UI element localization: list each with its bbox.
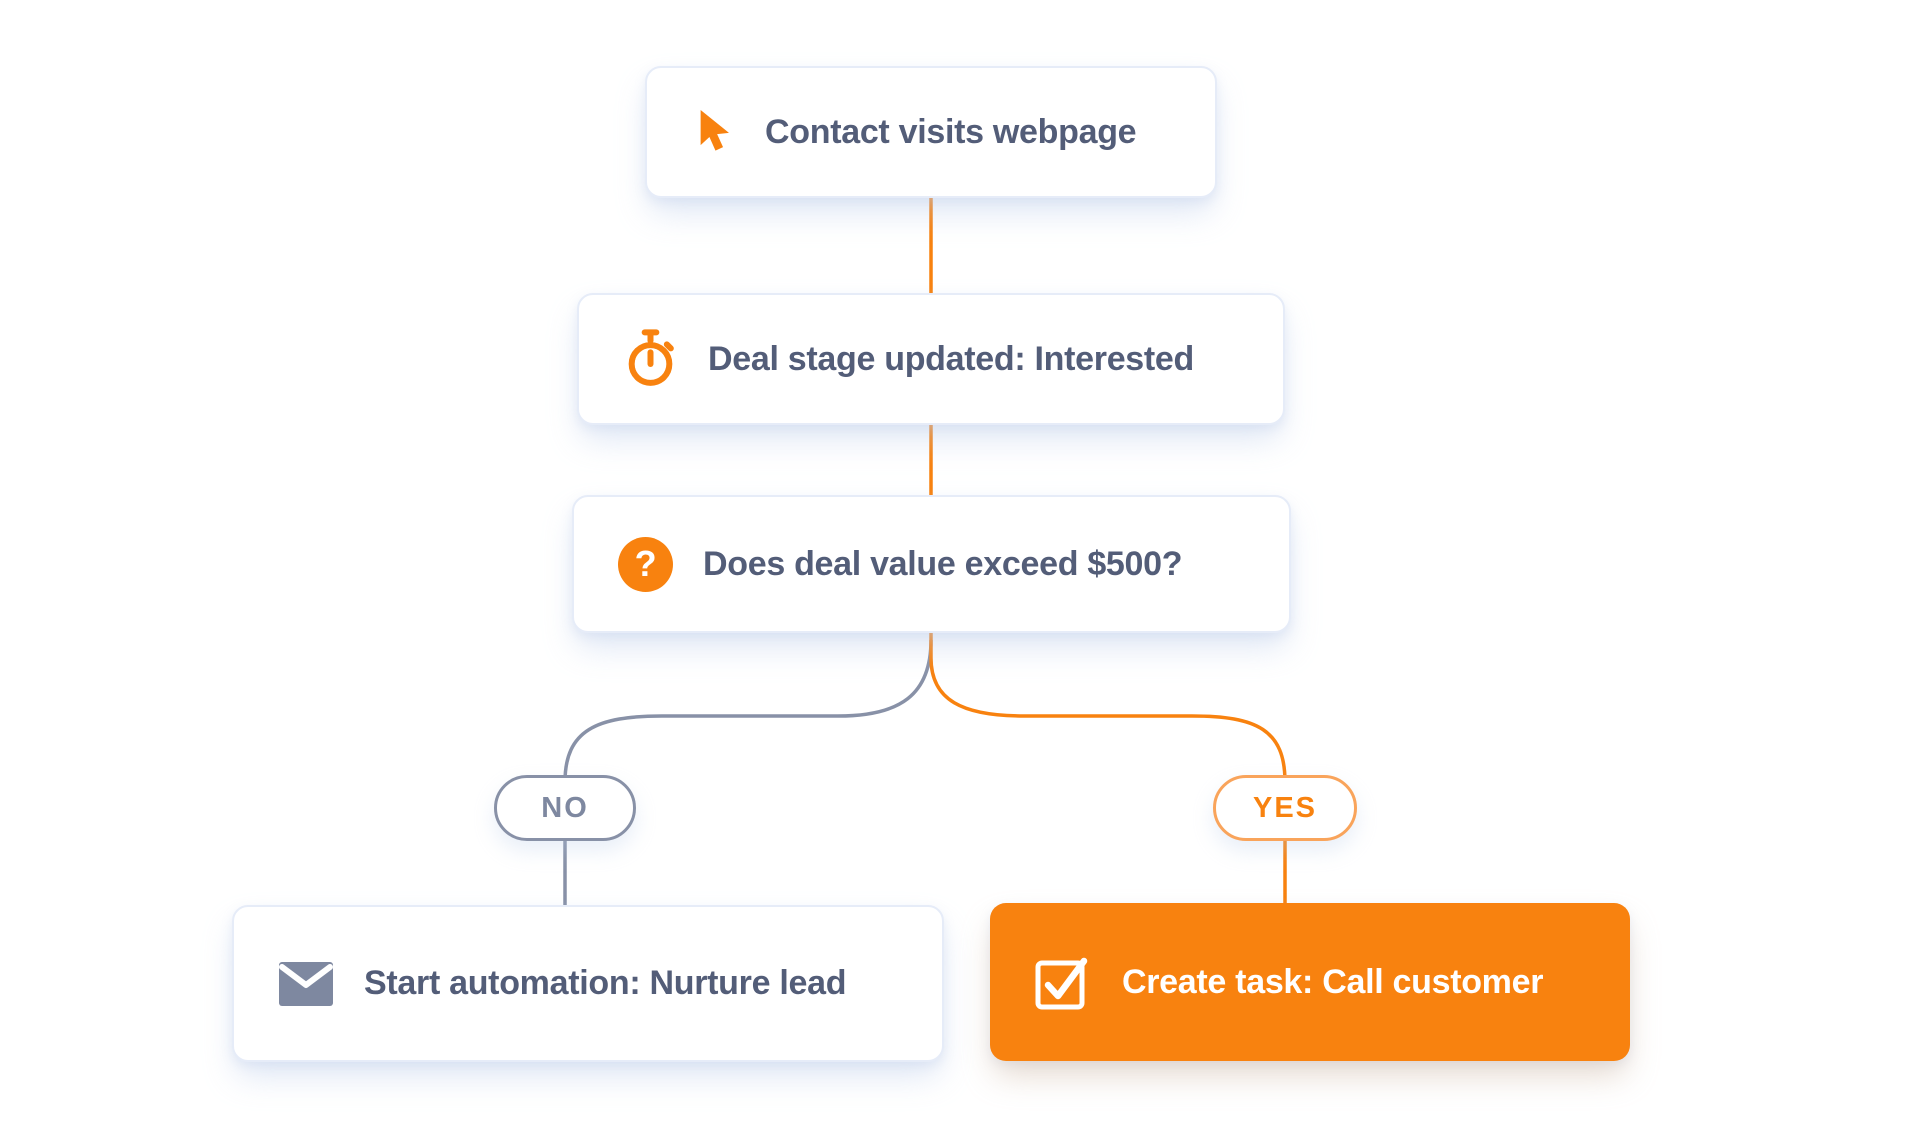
question-glyph: ? — [634, 543, 657, 584]
question-icon: ? — [618, 536, 673, 592]
branch-no-label: NO — [541, 791, 589, 824]
envelope-icon — [279, 961, 333, 1006]
node-label: Contact visits webpage — [765, 112, 1137, 151]
checkbox-icon — [1035, 957, 1088, 1010]
branch-pill-no: NO — [494, 775, 636, 841]
branch-pill-yes: YES — [1213, 775, 1357, 841]
node-contact-visits-webpage[interactable]: Contact visits webpage — [645, 66, 1217, 198]
connector-branch-yes — [929, 632, 1287, 783]
branch-yes-label: YES — [1252, 791, 1318, 824]
stopwatch-icon — [628, 329, 674, 386]
node-label: Start automation: Nurture lead — [364, 964, 847, 1002]
node-deal-stage-updated[interactable]: Deal stage updated: Interested — [577, 293, 1285, 425]
node-deal-value-condition[interactable]: ? Does deal value exceed $500? — [572, 495, 1291, 633]
node-label: Does deal value exceed $500? — [703, 544, 1183, 583]
node-start-automation-nurture-lead[interactable]: Start automation: Nurture lead — [232, 905, 944, 1062]
connector-branch-no — [563, 639, 933, 783]
node-label: Deal stage updated: Interested — [708, 339, 1195, 378]
node-create-task-call-customer[interactable]: Create task: Call customer — [990, 903, 1630, 1061]
cursor-icon — [700, 110, 729, 151]
node-label: Create task: Call customer — [1122, 962, 1544, 1001]
